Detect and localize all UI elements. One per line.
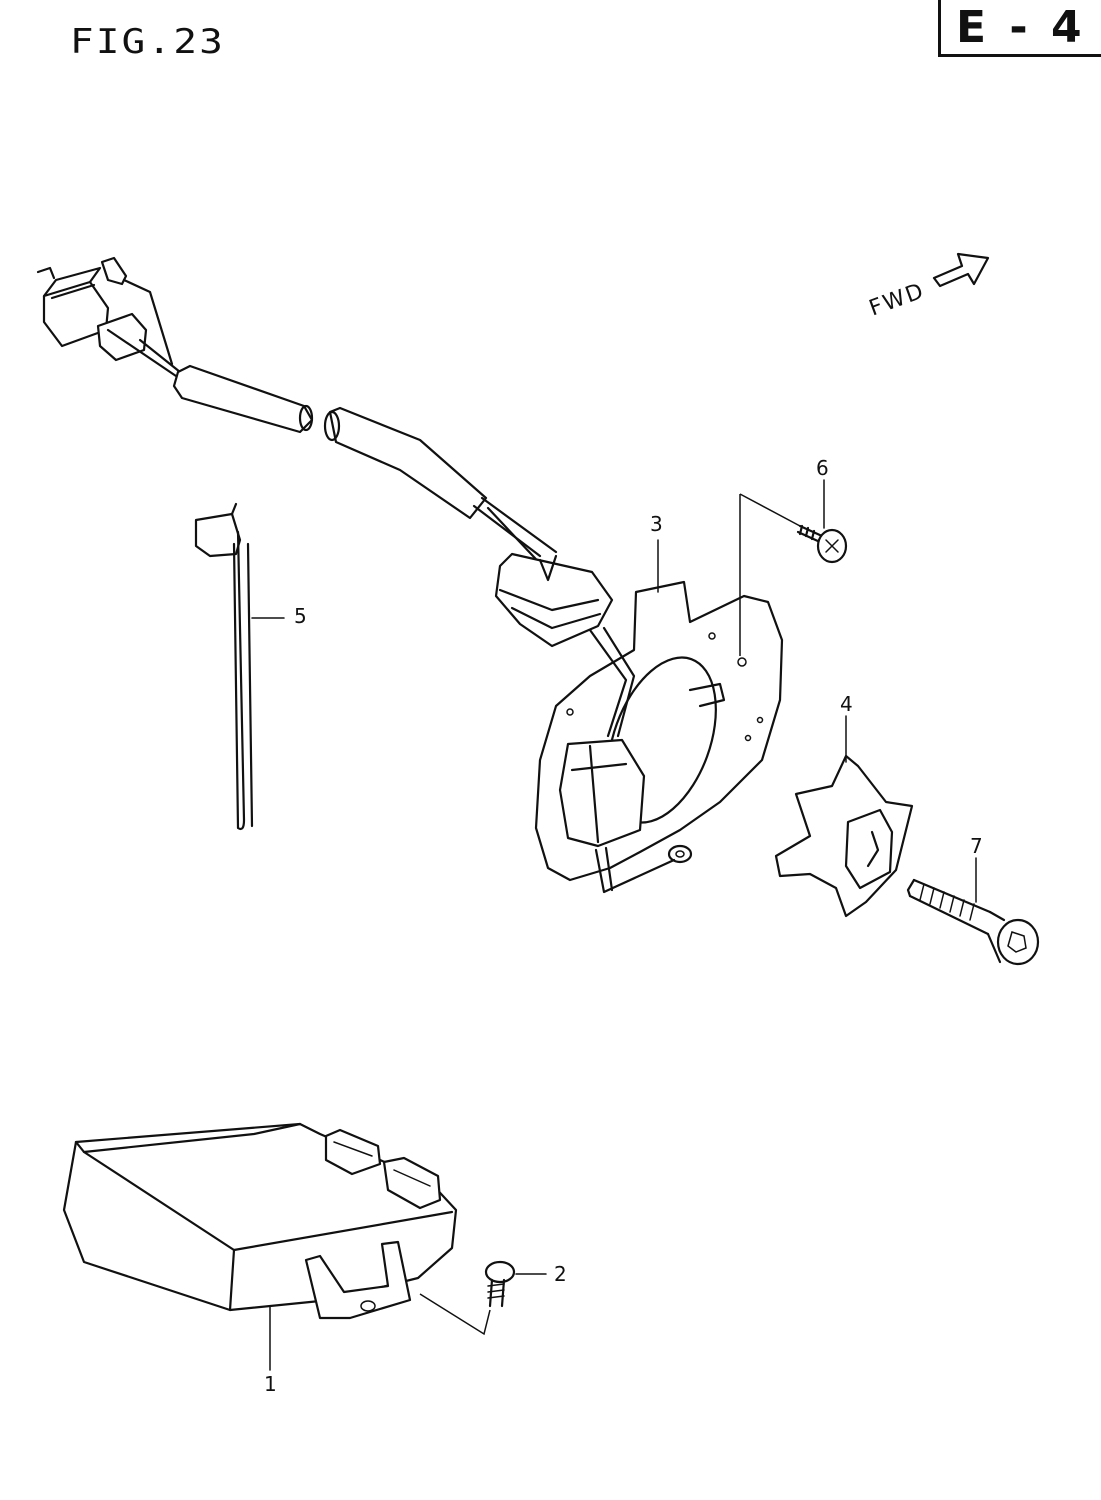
- bolt-7: [906, 878, 1040, 966]
- stator-plate: [534, 580, 784, 894]
- leader-line-6b: [739, 493, 801, 527]
- callout-4: 4: [840, 692, 853, 716]
- wire-harness: [36, 256, 614, 648]
- callout-1: 1: [264, 1372, 277, 1396]
- figure-title: FIG.23: [70, 22, 226, 62]
- callout-5: 5: [294, 604, 307, 628]
- section-label: E - 4: [956, 2, 1086, 53]
- section-box: [938, 0, 1101, 57]
- callout-6: 6: [816, 456, 829, 480]
- rotor-4: [774, 754, 914, 918]
- screw-2: [484, 1260, 547, 1308]
- screw-6: [796, 524, 848, 564]
- parts-diagram: FIG.23 E - 4 FWD: [36, 0, 1101, 1396]
- callout-2: 2: [554, 1262, 567, 1286]
- leader-line-2: [419, 1293, 491, 1336]
- diagram-drawing: [36, 252, 1040, 1371]
- igniter-unit-1: [62, 1122, 458, 1320]
- callout-7: 7: [970, 834, 983, 858]
- cable-tie-5: [194, 502, 285, 831]
- callout-3: 3: [650, 512, 663, 536]
- forward-arrow-icon: [932, 252, 990, 288]
